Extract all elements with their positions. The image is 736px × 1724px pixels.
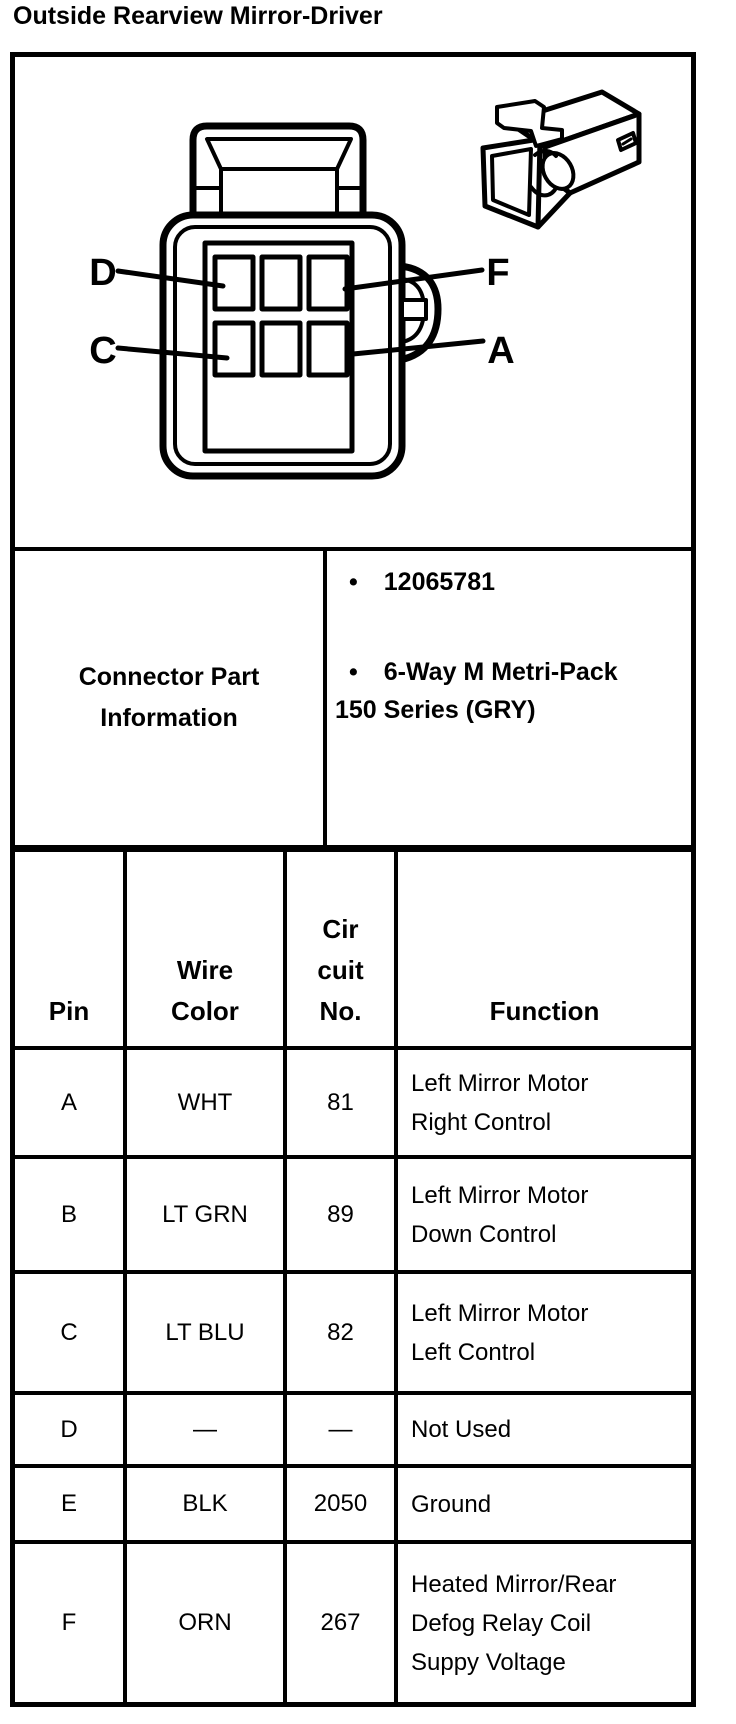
connector-diagram: D F C A (15, 57, 691, 551)
cell-circuit-no: 2050 (287, 1468, 398, 1540)
connector-series: 6-Way M Metri-Pack (383, 658, 618, 686)
pin-cavities (212, 254, 350, 378)
pin-row-d: D — — Not Used (15, 1395, 691, 1468)
header-wire-color: Wire Color (127, 852, 287, 1046)
cell-wire-color: LT BLU (127, 1274, 287, 1391)
part-info-details-cell: • 12065781 • 6-Way M Metri-Pack 150 Series… (327, 551, 691, 845)
connector-pinout-drawing: D F C A (89, 89, 642, 480)
pin-row-f: F ORN 267 Heated Mirror/Rear Defog Relay… (15, 1544, 691, 1702)
cell-function: Not Used (411, 1416, 512, 1443)
connector-front-view (115, 122, 486, 480)
page-title: Outside Rearview Mirror-Driver (13, 2, 383, 30)
pin-table: Pin Wire Color Cir cuit No. Function A W… (15, 852, 691, 1702)
connector-part-info-section: Connector Part Information • 12065781 • 6-… (15, 551, 691, 852)
connector-series-item: • 6-Way M Metri-Pack 150 Series (GRY) (327, 653, 691, 729)
pin-leader-line-d (115, 268, 226, 289)
cell-pin: E (15, 1468, 127, 1540)
pin-label-d: D (89, 252, 116, 294)
cell-function: Left Mirror Motor Down Control (411, 1181, 589, 1248)
pin-label-a: A (487, 330, 514, 372)
cell-circuit-no: 82 (287, 1274, 398, 1391)
pin-leader-line-c (115, 345, 230, 361)
connector-3d-view (480, 89, 642, 230)
connector-series-cont: 150 Series (GRY) (335, 696, 536, 724)
connector-figure: D F C A Connector Part Information • 1206… (10, 52, 696, 1707)
cell-pin: F (15, 1544, 127, 1702)
cell-circuit-no: — (287, 1395, 398, 1464)
cell-wire-color: ORN (127, 1544, 287, 1702)
cell-wire-color: BLK (127, 1468, 287, 1540)
pin-row-c: C LT BLU 82 Left Mirror Motor Left Contr… (15, 1274, 691, 1395)
pin-leader-line-f (342, 267, 485, 292)
cell-wire-color: — (127, 1395, 287, 1464)
pin-label-f: F (486, 252, 509, 294)
cell-circuit-no: 267 (287, 1544, 398, 1702)
pin-row-b: B LT GRN 89 Left Mirror Motor Down Contr… (15, 1159, 691, 1274)
part-info-heading-cell: Connector Part Information (15, 551, 327, 845)
bullet-icon: • (349, 568, 358, 596)
cell-function: Heated Mirror/Rear Defog Relay Coil Supp… (411, 1570, 617, 1676)
cell-function: Left Mirror Motor Left Control (411, 1299, 589, 1366)
part-info-heading: Connector Part Information (78, 663, 260, 732)
cell-circuit-no: 89 (287, 1159, 398, 1270)
cell-function: Ground (411, 1490, 492, 1518)
cell-pin: B (15, 1159, 127, 1270)
part-number-item: • 12065781 (327, 563, 691, 601)
pin-row-e: E BLK 2050 Ground (15, 1468, 691, 1544)
header-pin: Pin (15, 852, 127, 1046)
cell-function: Left Mirror Motor Right Control (411, 1069, 589, 1136)
part-number: 12065781 (383, 568, 495, 596)
cell-wire-color: LT GRN (127, 1159, 287, 1270)
header-circuit-no: Cir cuit No. (287, 852, 398, 1046)
cell-pin: C (15, 1274, 127, 1391)
bullet-icon: • (349, 658, 358, 686)
pin-label-c: C (89, 330, 116, 372)
pin-row-a: A WHT 81 Left Mirror Motor Right Control (15, 1050, 691, 1159)
header-function: Function (489, 996, 600, 1026)
cell-wire-color: WHT (127, 1050, 287, 1155)
cell-pin: D (15, 1395, 127, 1464)
pin-table-header-row: Pin Wire Color Cir cuit No. Function (15, 852, 691, 1050)
cell-pin: A (15, 1050, 127, 1155)
pin-leader-line-a (350, 338, 486, 357)
cell-circuit-no: 81 (287, 1050, 398, 1155)
